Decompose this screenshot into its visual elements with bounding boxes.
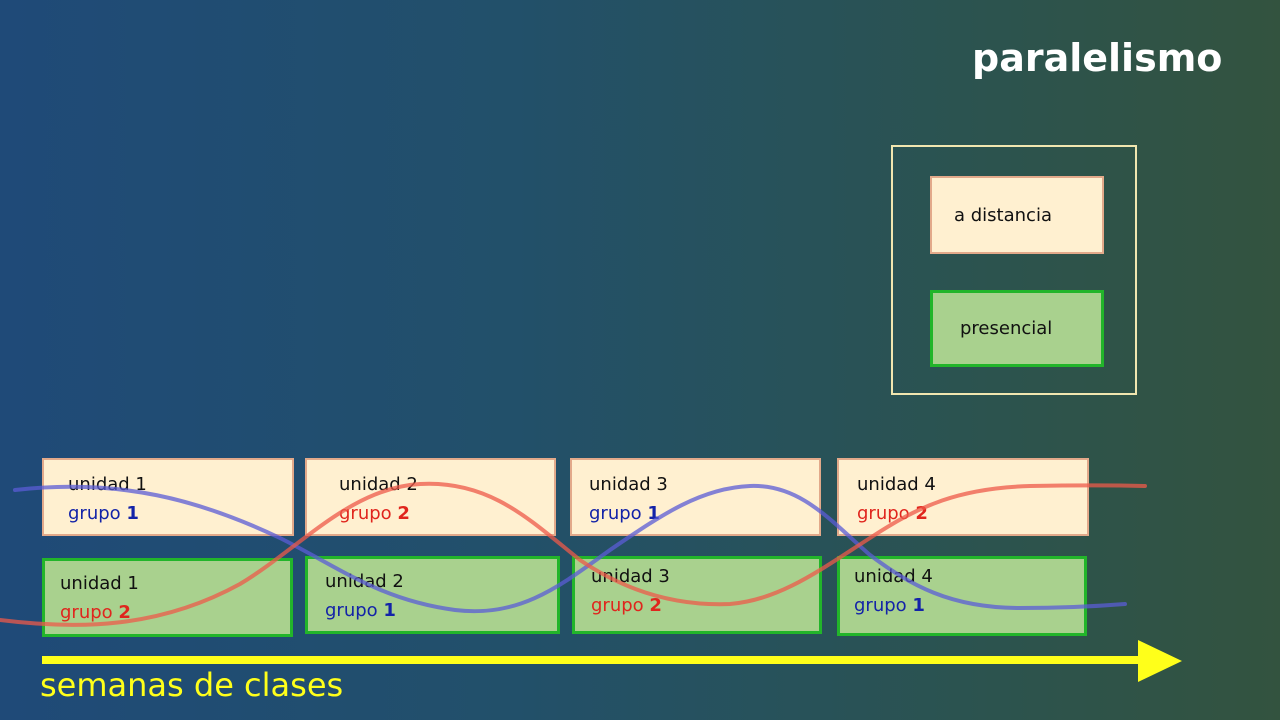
presencial-card-1: unidad 1 grupo 2 (42, 558, 293, 637)
distancia-card-2: unidad 2 grupo 2 (305, 458, 556, 536)
legend-distancia-box: a distancia (930, 176, 1104, 254)
card-group-label: grupo 2 (60, 602, 131, 623)
slide-title: paralelismo (972, 36, 1223, 80)
card-group-label: grupo 1 (68, 503, 139, 524)
axis-label: semanas de clases (40, 666, 344, 704)
distancia-card-3: unidad 3 grupo 1 (570, 458, 821, 536)
legend-presencial-label: presencial (960, 318, 1053, 339)
card-group-label: grupo 2 (339, 503, 410, 524)
card-unit-label: unidad 1 (68, 474, 147, 495)
card-unit-label: unidad 2 (325, 571, 404, 592)
card-unit-label: unidad 1 (60, 573, 139, 594)
card-group-label: grupo 1 (854, 595, 925, 616)
presencial-card-4: unidad 4 grupo 1 (837, 556, 1087, 636)
legend-presencial-box: presencial (930, 290, 1104, 367)
card-unit-label: unidad 3 (591, 566, 670, 587)
presencial-card-2: unidad 2 grupo 1 (305, 556, 560, 634)
card-group-label: grupo 2 (591, 595, 662, 616)
card-group-label: grupo 1 (589, 503, 660, 524)
legend-distancia-label: a distancia (954, 204, 1052, 226)
distancia-card-4: unidad 4 grupo 2 (837, 458, 1089, 536)
presencial-card-3: unidad 3 grupo 2 (572, 556, 822, 634)
card-group-label: grupo 1 (325, 600, 396, 621)
timeline-arrow-head (1138, 640, 1182, 682)
legend-frame (891, 145, 1137, 395)
card-unit-label: unidad 4 (854, 566, 933, 587)
distancia-card-1: unidad 1 grupo 1 (42, 458, 294, 536)
card-group-label: grupo 2 (857, 503, 928, 524)
card-unit-label: unidad 3 (589, 474, 668, 495)
card-unit-label: unidad 4 (857, 474, 936, 495)
card-unit-label: unidad 2 (339, 474, 418, 495)
